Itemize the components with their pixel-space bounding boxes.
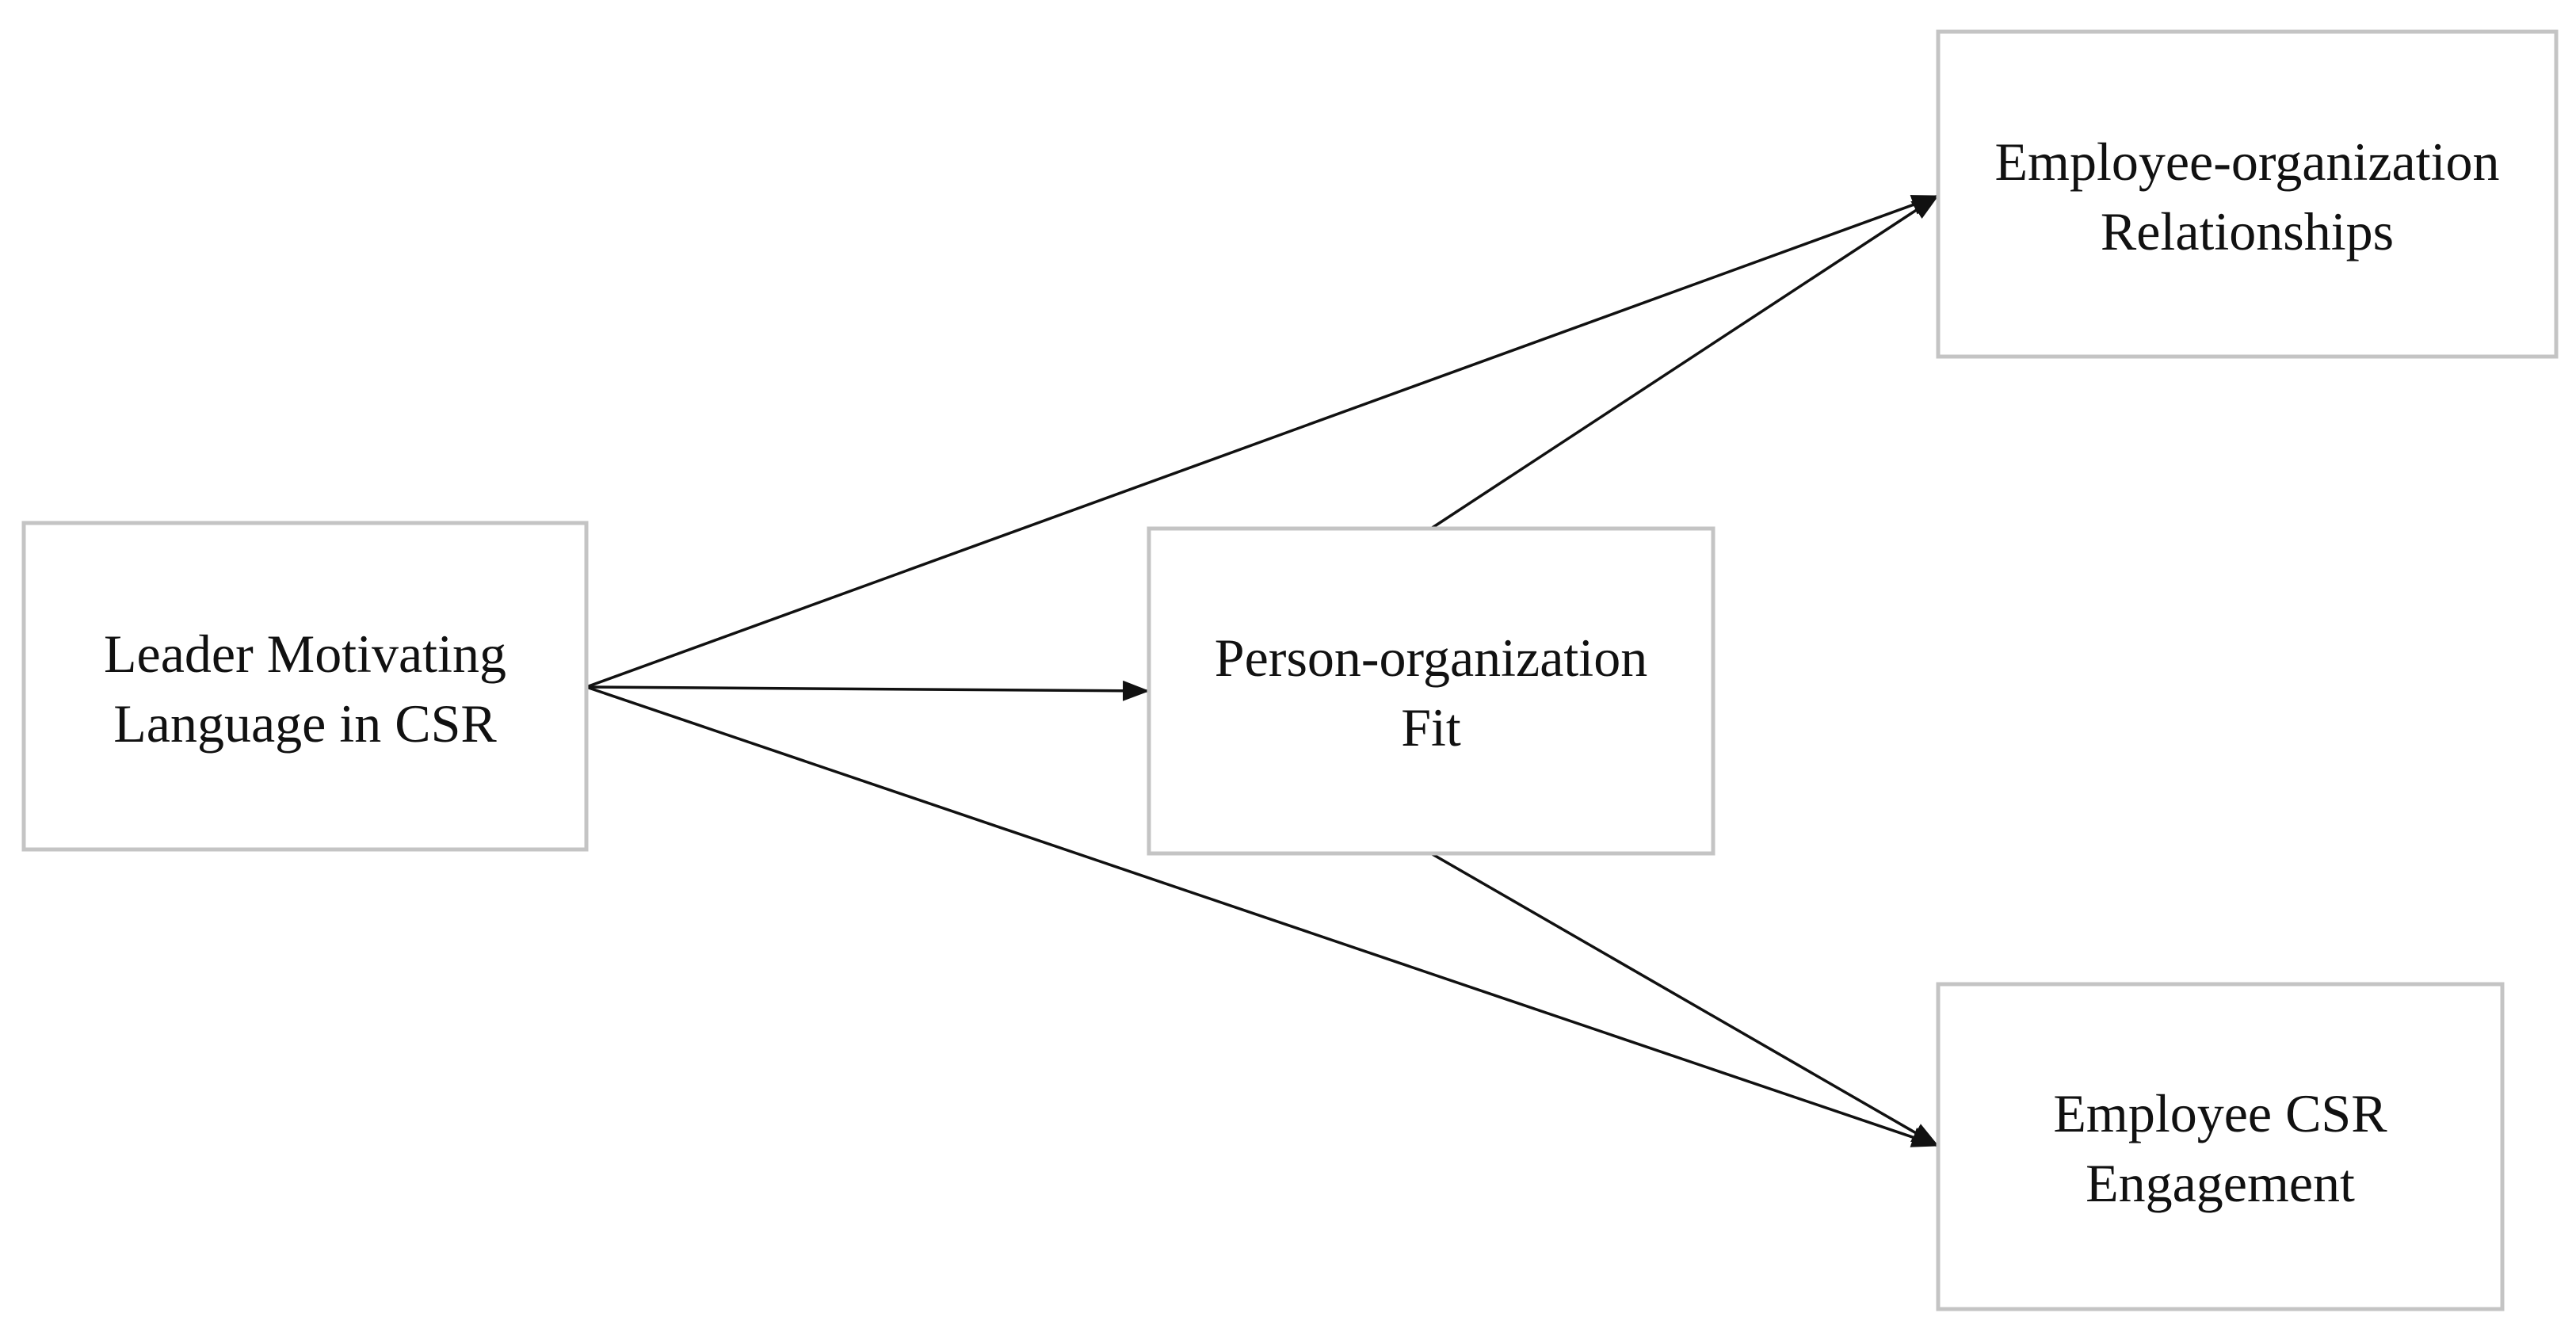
node-fit-line2: Fit — [1401, 697, 1461, 758]
arrow-fit-to-engagement — [1430, 852, 1939, 1147]
node-engagement-line1: Employee CSR — [2053, 1083, 2387, 1143]
arrow-leader-to-engagement — [586, 685, 1939, 1147]
node-employee-csr-engagement: Employee CSR Engagement — [1936, 982, 2505, 1311]
node-eor-line2: Relationships — [2101, 201, 2394, 261]
node-eor-line1: Employee-organization — [1995, 132, 2500, 192]
node-leader-motivating-language: Leader Motivating Language in CSR — [21, 521, 589, 852]
arrow-fit-to-relationships — [1430, 194, 1939, 530]
arrow-leader-to-relationships — [586, 194, 1939, 689]
node-engagement-line2: Engagement — [2086, 1153, 2355, 1213]
node-employee-organization-relationships: Employee-organization Relationships — [1936, 29, 2559, 359]
node-leader-line1: Leader Motivating — [104, 624, 506, 684]
arrow-leader-to-fit — [586, 680, 1150, 701]
node-person-organization-fit: Person-organization Fit — [1147, 526, 1715, 856]
node-leader-line2: Language in CSR — [113, 693, 497, 754]
node-fit-line1: Person-organization — [1215, 628, 1647, 688]
